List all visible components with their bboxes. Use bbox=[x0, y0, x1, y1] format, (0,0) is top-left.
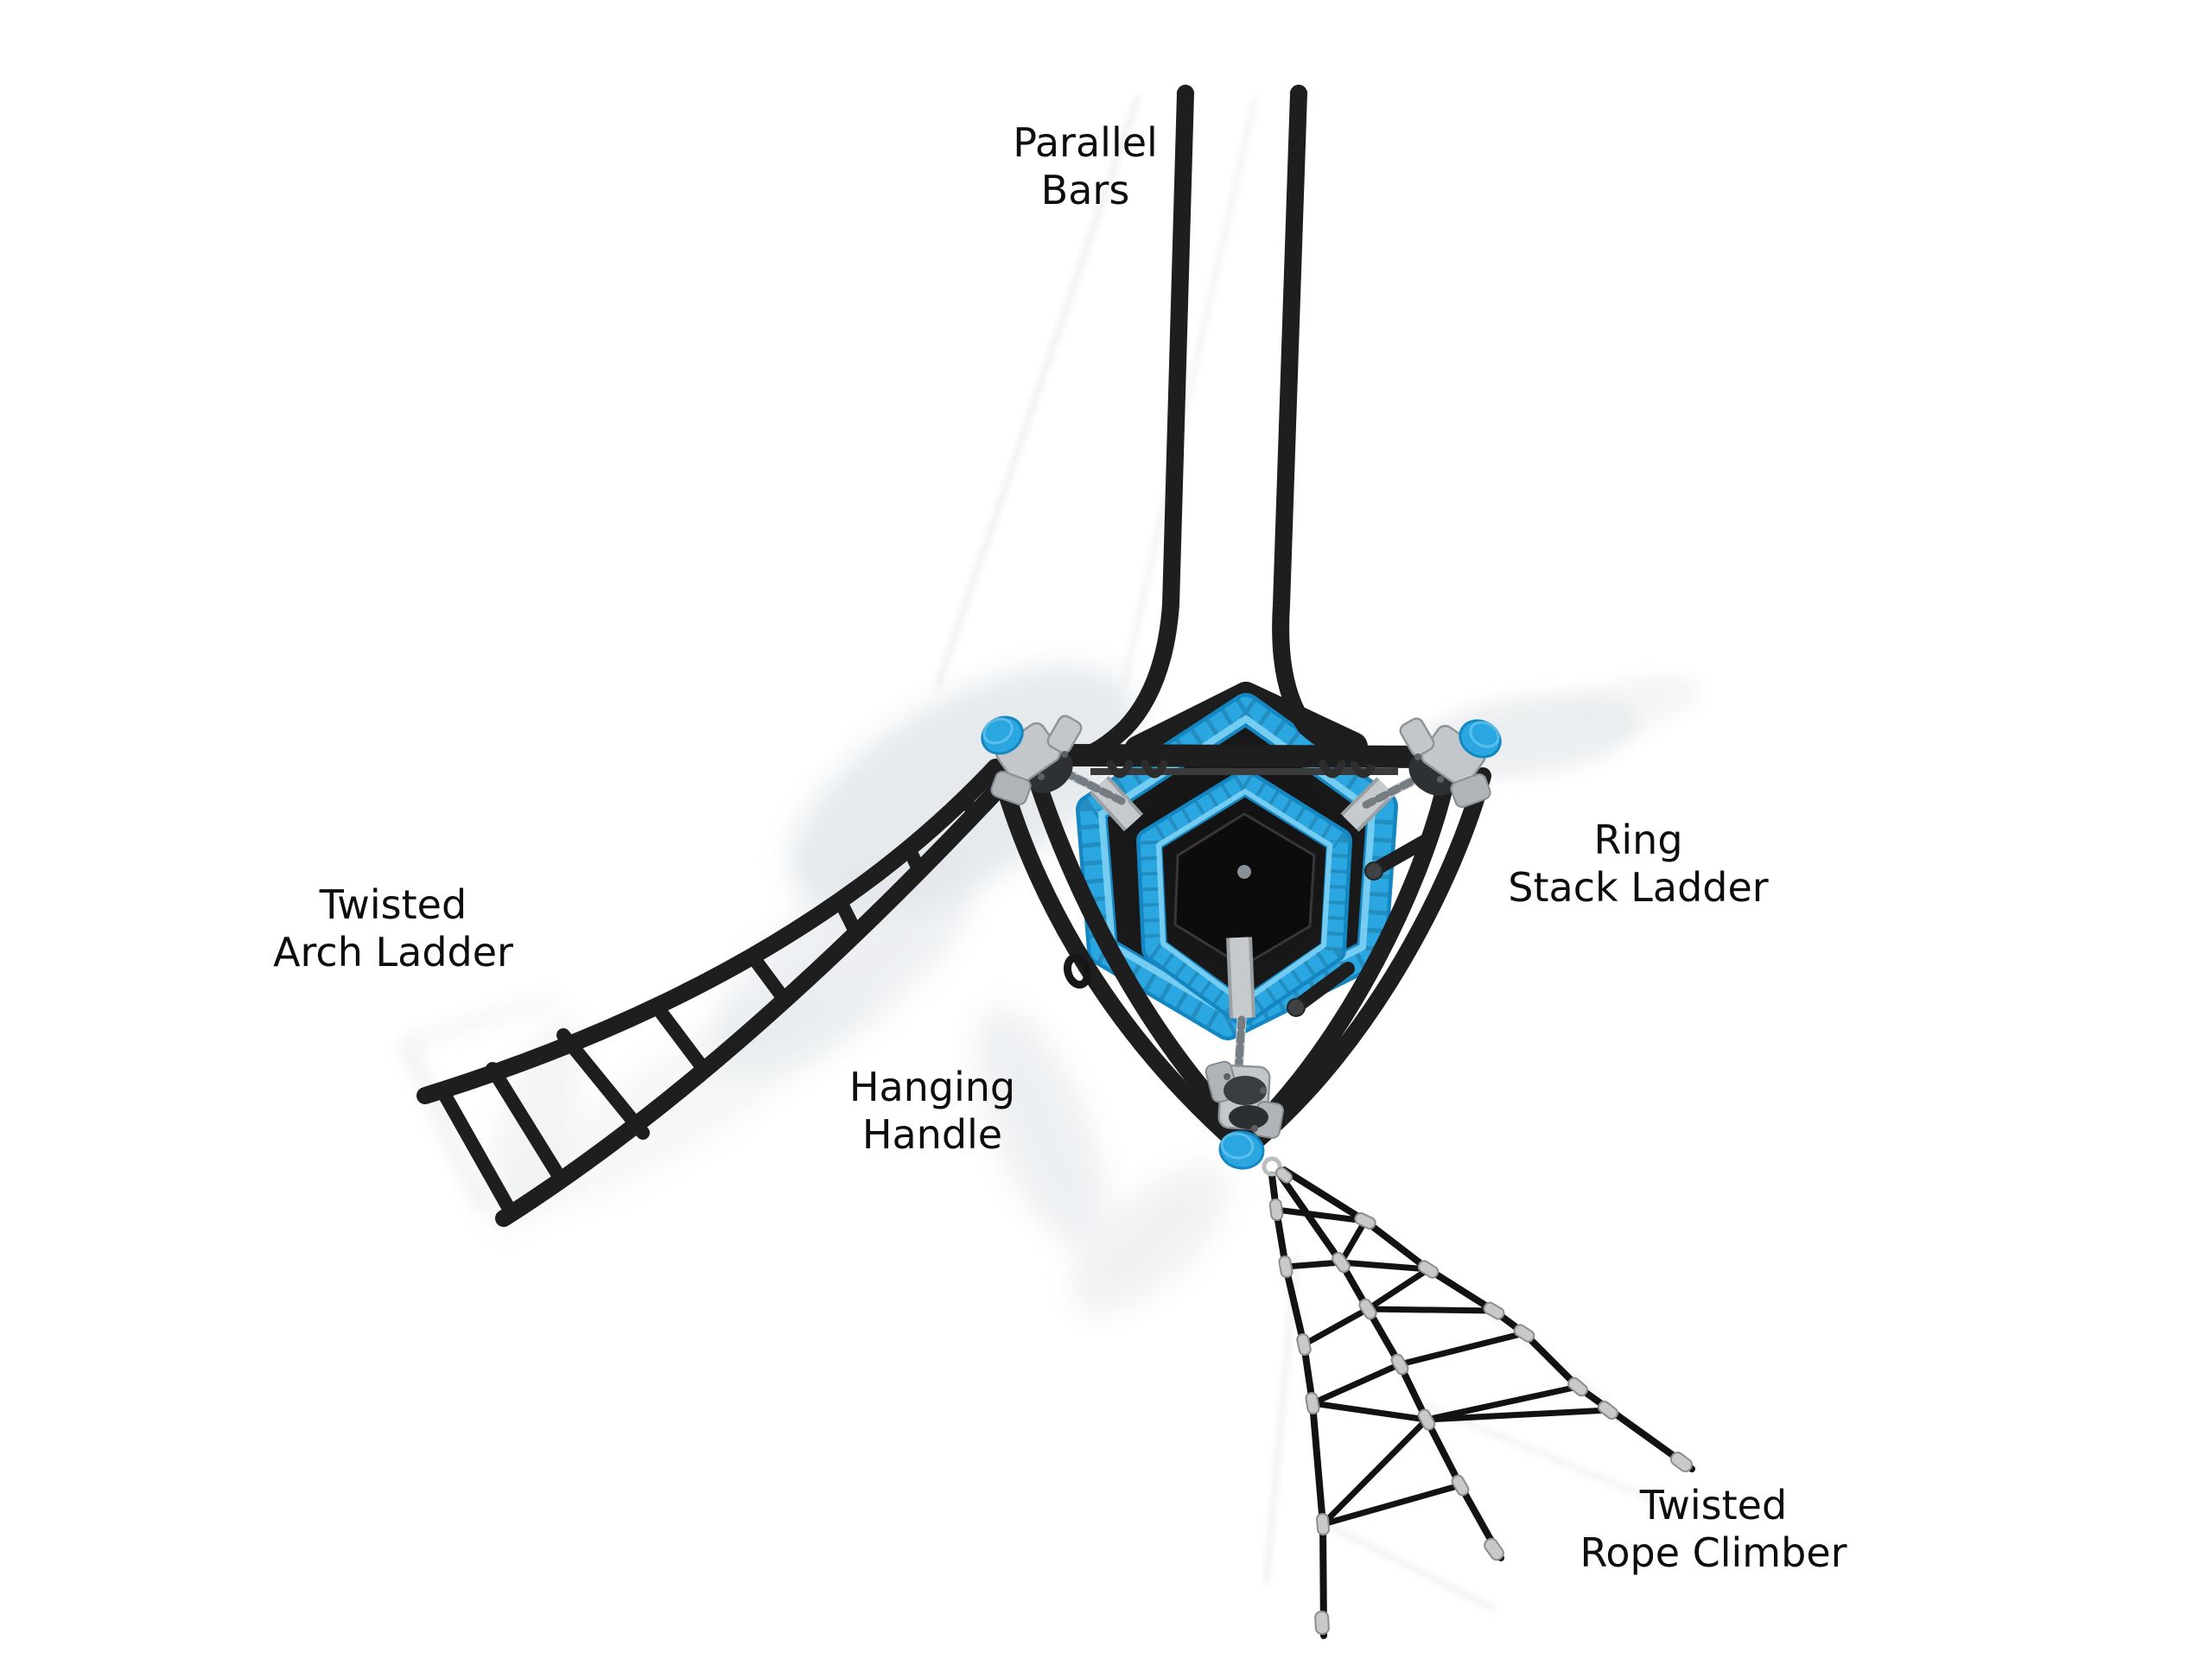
label-twisted-arch-ladder: Twisted Arch Ladder bbox=[273, 881, 513, 976]
label-hanging-handle: Hanging Handle bbox=[849, 1064, 1015, 1159]
center-pivot-dot bbox=[1237, 865, 1251, 879]
label-line: Hanging bbox=[849, 1064, 1016, 1110]
post-bottom bbox=[1205, 1060, 1284, 1170]
twisted-arch-ladder-graphic bbox=[416, 759, 1014, 1227]
parallel-bar-right bbox=[1272, 85, 1391, 766]
label-line: Twisted bbox=[319, 881, 467, 928]
label-parallel-bars: Parallel Bars bbox=[1013, 119, 1158, 214]
net-cross-ropes bbox=[1273, 1206, 1611, 1528]
label-line: Twisted bbox=[1639, 1482, 1788, 1529]
parallel-bars-graphic bbox=[1060, 85, 1446, 779]
support-stub-rods bbox=[1287, 834, 1433, 1017]
frame-tubes bbox=[992, 760, 1491, 1151]
hanging-handle-grip bbox=[1224, 1076, 1267, 1105]
label-line: Parallel bbox=[1013, 119, 1158, 166]
post-top-left bbox=[981, 715, 1083, 806]
ladder-rungs bbox=[437, 791, 979, 1220]
label-line: Ring bbox=[1593, 817, 1683, 863]
label-ring-stack-ladder: Ring Stack Ladder bbox=[1508, 817, 1768, 912]
post-top-right bbox=[1399, 717, 1502, 809]
hanging-handle-ring bbox=[1063, 953, 1092, 989]
label-twisted-rope-climber: Twisted Rope Climber bbox=[1580, 1482, 1847, 1577]
twisted-rope-climber-graphic bbox=[1262, 1156, 1695, 1639]
label-line: Bars bbox=[1040, 167, 1130, 213]
net-connectors bbox=[1268, 1198, 1694, 1636]
crossbar-hooks bbox=[1106, 760, 1377, 779]
label-line: Stack Ladder bbox=[1508, 864, 1769, 911]
parallel-bar-left bbox=[1070, 85, 1194, 766]
label-line: Arch Ladder bbox=[273, 929, 513, 976]
label-line: Handle bbox=[861, 1111, 1003, 1158]
net-shackle bbox=[1262, 1156, 1294, 1184]
label-line: Rope Climber bbox=[1580, 1529, 1847, 1576]
